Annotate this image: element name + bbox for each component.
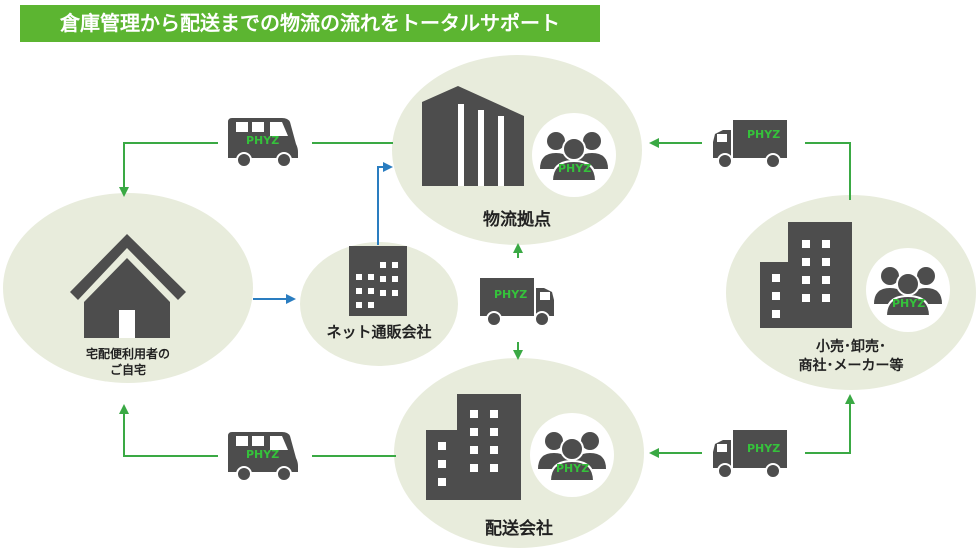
truck-brand-label: PHYZ: [747, 442, 780, 455]
arrow-delivery-to-home: [119, 404, 396, 457]
arrow-hub-to-home: [119, 142, 393, 197]
truck-brand-label: PHYZ: [494, 288, 527, 301]
ec-company-label: ネット通販会社: [326, 323, 432, 341]
logistics-hub-label: 物流拠点: [483, 210, 551, 230]
arrow-retail-to-hub: [649, 138, 851, 200]
home-label: 宅配便利用者の ご自宅: [85, 347, 170, 377]
truck-icon: PHYZ: [712, 429, 788, 479]
people-brand-label: PHYZ: [556, 462, 589, 475]
house-icon: [70, 234, 186, 338]
van-brand-label: PHYZ: [246, 134, 279, 147]
van-icon: PHYZ: [227, 117, 299, 168]
delivery-company-label: 配送会社: [485, 519, 553, 539]
truck-icon: PHYZ: [479, 277, 555, 327]
retail-label: 小売･卸売･ 商社･メーカー等: [798, 339, 904, 374]
building-icon: [426, 394, 521, 500]
van-brand-label: PHYZ: [246, 448, 279, 461]
building-icon: [760, 222, 852, 328]
warehouse-icon: [422, 86, 524, 186]
page-title: 倉庫管理から配送までの物流の流れをトータルサポート: [60, 11, 560, 35]
people-icon: PHYZ: [531, 112, 617, 198]
building-icon: [349, 246, 407, 316]
title-banner: 倉庫管理から配送までの物流の流れをトータルサポート: [20, 5, 600, 42]
people-brand-label: PHYZ: [558, 162, 591, 175]
van-icon: PHYZ: [227, 431, 299, 482]
arrow-retail-to-delivery: [649, 394, 855, 458]
people-icon: PHYZ: [529, 412, 615, 498]
people-icon: PHYZ: [865, 247, 951, 333]
arrow-ec-to-hub: [377, 162, 393, 245]
truck-icon: PHYZ: [712, 119, 788, 169]
people-brand-label: PHYZ: [892, 297, 925, 310]
truck-brand-label: PHYZ: [747, 128, 780, 141]
